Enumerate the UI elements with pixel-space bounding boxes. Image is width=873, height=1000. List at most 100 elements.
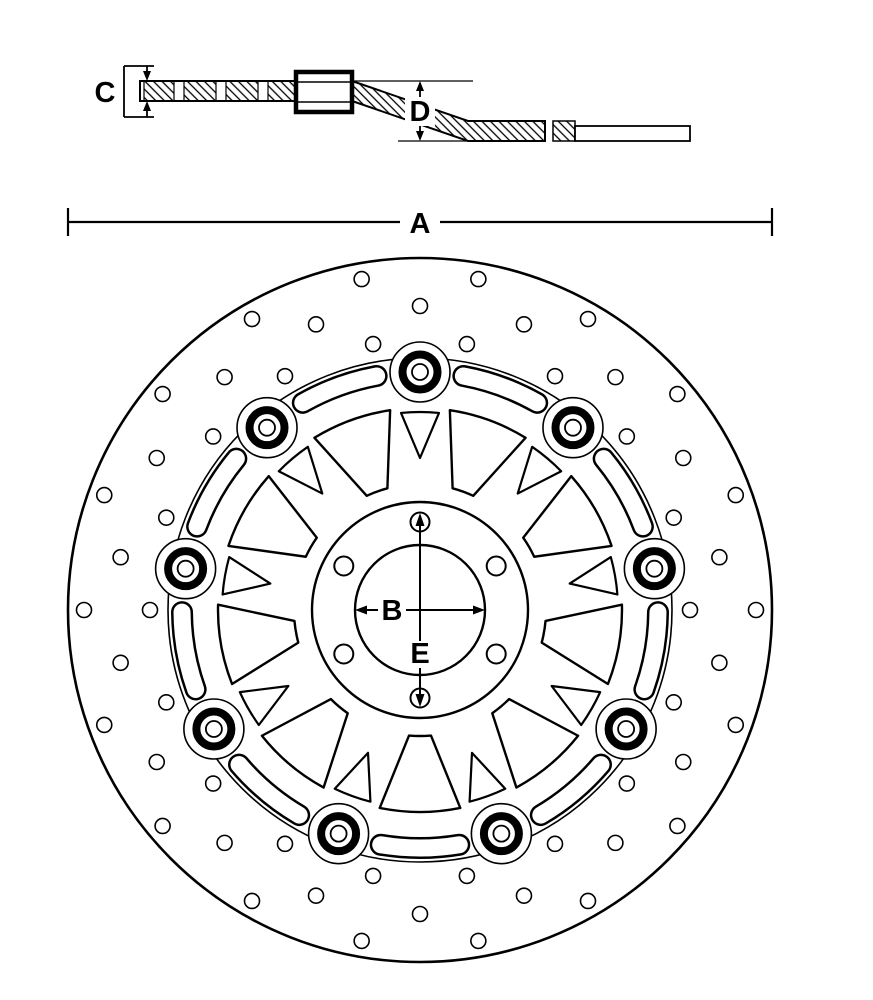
cross-section-view: C D bbox=[95, 65, 691, 142]
bobbin-pin bbox=[258, 418, 276, 437]
dim-d-label-background bbox=[405, 97, 435, 126]
spoke-window bbox=[238, 684, 290, 727]
drill-hole bbox=[458, 335, 476, 353]
drill-hole bbox=[681, 601, 699, 619]
spoke-window bbox=[333, 751, 372, 803]
carrier-window bbox=[540, 603, 624, 686]
bobbin-pin bbox=[329, 824, 348, 843]
drill-hole bbox=[607, 368, 624, 386]
spoke-window bbox=[516, 445, 563, 495]
drill-hole bbox=[148, 449, 166, 467]
float-slot bbox=[532, 756, 610, 824]
dim-b-arrowhead-left bbox=[355, 605, 367, 615]
dim-label-b: B bbox=[382, 595, 403, 627]
dim-e-arrowhead-up bbox=[415, 513, 425, 526]
float-slot bbox=[454, 367, 546, 412]
drill-hole bbox=[364, 335, 382, 353]
bobbin-ring bbox=[551, 406, 595, 450]
drill-hole bbox=[727, 716, 745, 734]
section-hatch-block bbox=[225, 80, 259, 102]
drill-hole bbox=[154, 817, 171, 835]
float-slot bbox=[372, 836, 468, 857]
drill-hole bbox=[607, 834, 624, 852]
dim-label-c: C bbox=[95, 77, 116, 109]
dim-label-d: D bbox=[410, 96, 431, 128]
drill-hole bbox=[711, 548, 728, 566]
bobbin-pin bbox=[492, 824, 511, 843]
carrier-window bbox=[522, 474, 613, 558]
float-slot bbox=[635, 603, 667, 698]
drill-hole bbox=[353, 932, 370, 950]
drill-hole bbox=[154, 385, 171, 403]
drill-hole bbox=[276, 835, 294, 853]
spoke-window bbox=[568, 555, 619, 596]
dim-label-e: E bbox=[410, 638, 429, 670]
drill-hole bbox=[674, 753, 692, 771]
drill-hole bbox=[307, 887, 325, 904]
drill-hole bbox=[204, 428, 222, 445]
drill-hole bbox=[579, 892, 597, 910]
section-friction-ring-outline bbox=[574, 125, 691, 142]
drill-hole bbox=[157, 509, 175, 526]
carrier-window bbox=[313, 409, 392, 498]
drill-hole bbox=[411, 905, 429, 923]
dim-c-arrowhead-down bbox=[143, 71, 151, 81]
drill-hole bbox=[747, 601, 765, 619]
dim-d-arrowhead-down bbox=[416, 131, 424, 141]
drill-hole bbox=[618, 428, 636, 445]
carrier-window bbox=[448, 409, 527, 498]
section-bobbin bbox=[293, 69, 355, 115]
float-slot bbox=[173, 603, 205, 698]
drill-hole bbox=[141, 601, 159, 619]
dimension-annotations: A B E bbox=[66, 208, 774, 707]
carrier-window bbox=[378, 734, 462, 814]
bobbin-pin bbox=[564, 418, 582, 437]
drill-hole bbox=[95, 716, 113, 734]
spoke-window bbox=[550, 684, 602, 727]
drill-hole bbox=[711, 654, 728, 672]
drill-hole bbox=[546, 367, 564, 385]
float-slot bbox=[230, 756, 308, 824]
drill-hole bbox=[515, 316, 533, 333]
bobbin-ring bbox=[164, 547, 208, 591]
drill-hole bbox=[216, 834, 233, 852]
drill-hole bbox=[669, 385, 686, 403]
dim-d-arrowhead-up bbox=[416, 81, 424, 91]
spoke-window bbox=[277, 445, 324, 495]
dim-c-arrowhead-up bbox=[143, 101, 151, 111]
float-slot bbox=[294, 367, 386, 412]
drill-hole bbox=[216, 368, 233, 386]
drill-hole bbox=[204, 775, 222, 792]
drill-hole bbox=[75, 601, 93, 619]
float-slot bbox=[188, 450, 245, 536]
bobbin-ring bbox=[245, 406, 289, 450]
section-hatch-block bbox=[143, 80, 175, 102]
drill-hole bbox=[579, 310, 597, 328]
drill-hole bbox=[95, 486, 113, 504]
spoke-window bbox=[468, 751, 507, 803]
drill-hole bbox=[458, 867, 476, 885]
bobbin-pin bbox=[176, 559, 195, 578]
bobbin-ring bbox=[632, 547, 676, 591]
drill-hole bbox=[112, 548, 129, 566]
drill-hole bbox=[665, 694, 683, 711]
bobbin-pin bbox=[204, 720, 223, 738]
drill-hole bbox=[669, 817, 686, 835]
bobbin-pin bbox=[645, 559, 664, 578]
bobbin-ring bbox=[479, 812, 523, 856]
bobbin-pin bbox=[411, 363, 429, 381]
bobbin-pin bbox=[617, 720, 636, 738]
section-hatch-block bbox=[552, 120, 576, 142]
bobbin-ring bbox=[317, 812, 361, 856]
drill-hole bbox=[157, 694, 175, 711]
drill-hole bbox=[674, 449, 692, 467]
section-offset-band bbox=[351, 79, 546, 142]
drill-hole bbox=[470, 270, 487, 288]
drill-hole bbox=[243, 310, 261, 328]
drill-hole bbox=[618, 775, 636, 792]
bobbin-ring bbox=[604, 707, 648, 751]
spoke-window bbox=[221, 555, 272, 596]
bolt-hole bbox=[485, 643, 507, 665]
